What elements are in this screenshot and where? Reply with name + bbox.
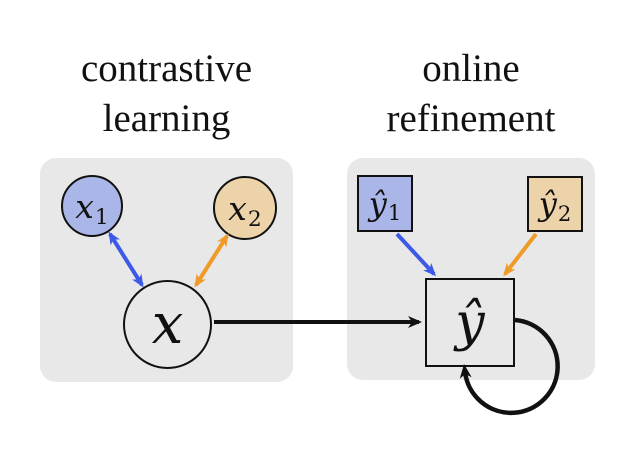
- right-title-line2: refinement: [386, 97, 556, 140]
- node-yhat2-square: ŷ2: [527, 176, 583, 232]
- node-yhat1-square: ŷ1: [357, 175, 413, 232]
- node-x1-circle: x1: [61, 175, 123, 237]
- node-x1-label: x1: [75, 186, 109, 230]
- right-title-line1: online: [422, 47, 520, 90]
- node-x-circle: x: [123, 280, 212, 369]
- node-yhat2-label: ŷ2: [538, 185, 572, 226]
- node-x2-label: x2: [228, 188, 262, 232]
- left-panel-title: contrastive learning: [40, 44, 293, 144]
- left-title-line2: learning: [102, 97, 231, 140]
- left-title-line1: contrastive: [80, 47, 253, 90]
- node-x-label: x: [151, 292, 184, 357]
- node-yhat1-label: ŷ1: [368, 184, 402, 226]
- node-yhat-square: ŷ: [425, 278, 515, 367]
- node-x2-circle: x2: [213, 176, 277, 240]
- node-yhat-label: ŷ: [455, 292, 485, 353]
- right-panel-title: online refinement: [347, 44, 595, 144]
